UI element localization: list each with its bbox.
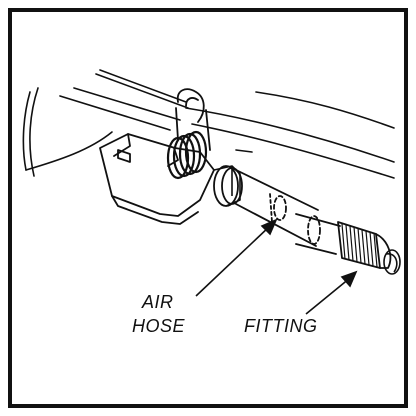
spring-coil [166, 130, 208, 180]
pivot-ring [175, 88, 211, 151]
housing [22, 69, 189, 177]
air-hose-label-line2: HOSE [132, 316, 186, 336]
air-hose-leader [195, 218, 278, 297]
knurl-lines [341, 223, 378, 268]
fitting-leader [305, 270, 358, 315]
rod [185, 91, 395, 179]
clevis-bracket [99, 133, 215, 225]
fitting-label: FITTING [244, 316, 318, 336]
outer-border [8, 8, 408, 408]
end-cap [383, 249, 401, 275]
air-hose [213, 165, 319, 247]
air-hose-label-line1: AIR [142, 292, 174, 312]
